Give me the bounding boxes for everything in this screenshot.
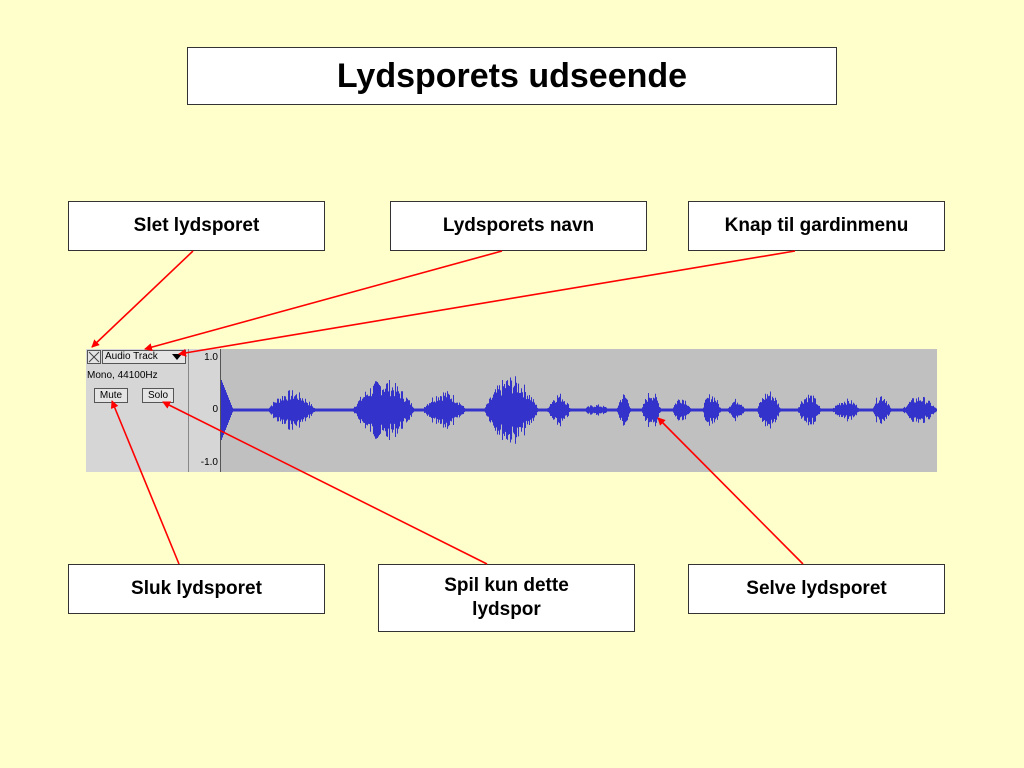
triangle-down-icon[interactable] xyxy=(172,354,182,360)
waveform xyxy=(221,376,937,444)
arrow-mute xyxy=(110,400,180,565)
label-waveform: Selve lydsporet xyxy=(688,564,945,614)
track-control-panel: Audio Track Mono, 44100Hz Mute Solo xyxy=(86,349,189,472)
waveform-area[interactable] xyxy=(221,349,937,472)
amplitude-ruler: 1.0 0 -1.0 xyxy=(189,349,221,472)
ruler-tick-zero: 0 xyxy=(212,404,218,415)
label-solo-line1: Spil kun dette xyxy=(444,575,569,596)
label-delete-track: Slet lydsporet xyxy=(68,201,325,251)
arrow-waveform xyxy=(657,417,804,565)
track-name: Audio Track xyxy=(105,351,158,362)
audio-track-panel: Audio Track Mono, 44100Hz Mute Solo 1.0 … xyxy=(86,349,937,472)
waveform-path xyxy=(221,376,937,444)
ruler-tick-bottom: -1.0 xyxy=(200,457,218,468)
arrow-delete xyxy=(91,250,194,348)
label-dropdown-menu: Knap til gardinmenu xyxy=(688,201,945,251)
track-info: Mono, 44100Hz xyxy=(87,370,158,381)
slide-title: Lydsporets udseende xyxy=(187,47,837,105)
close-x-icon xyxy=(88,351,100,363)
ruler-tick-top: 1.0 xyxy=(204,352,218,363)
label-solo-track: Spil kun dette lydspor xyxy=(378,564,635,632)
close-track-button[interactable] xyxy=(87,350,101,364)
arrow-solo xyxy=(162,401,488,565)
label-solo-line2: lydspor xyxy=(472,599,541,620)
track-name-button[interactable]: Audio Track xyxy=(102,350,186,364)
arrow-name xyxy=(144,250,503,352)
arrow-menu xyxy=(178,250,796,357)
label-mute-track: Sluk lydsporet xyxy=(68,564,325,614)
label-track-name: Lydsporets navn xyxy=(390,201,647,251)
solo-button[interactable]: Solo xyxy=(142,388,174,403)
